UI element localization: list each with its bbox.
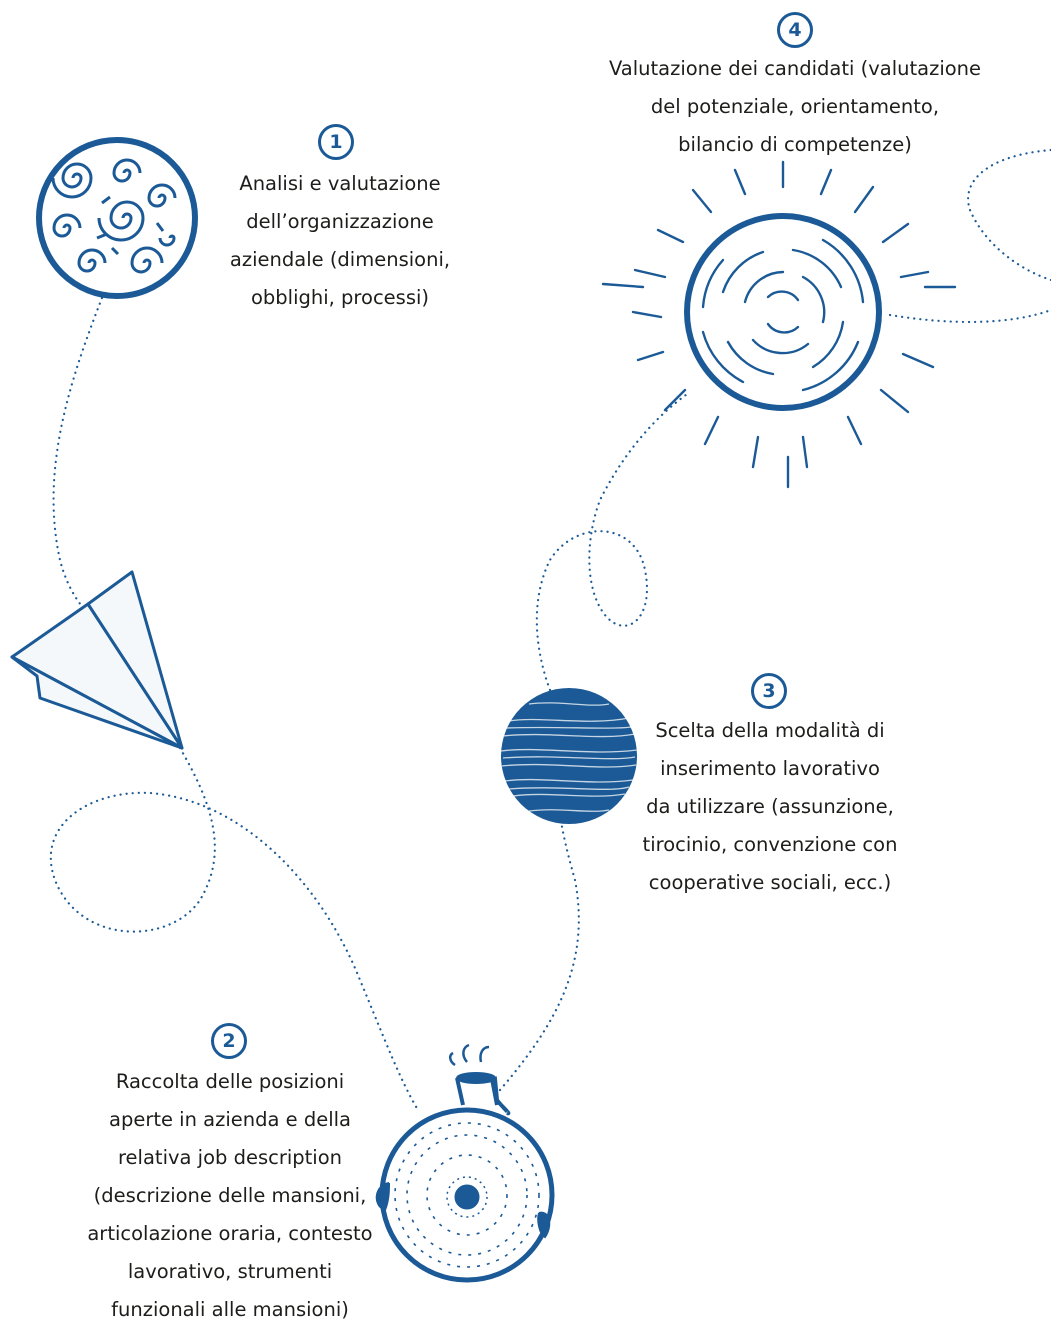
step-2-line: Raccolta delle posizioni: [115, 1070, 345, 1093]
dotted-path: [49, 148, 1051, 1112]
step-3-description: Scelta della modalità di inserimento lav…: [615, 712, 925, 902]
step-3-line: da utilizzare (assunzione,: [646, 795, 894, 818]
bulb-planet-icon: [375, 1043, 555, 1283]
step-4-description: Valutazione dei candidati (valutazione d…: [580, 50, 1010, 164]
swirl-planet-icon: [36, 137, 198, 299]
step-2-line: aperte in azienda e della: [109, 1108, 351, 1131]
step-4-line: bilancio di competenze): [678, 133, 912, 156]
step-1-line: dell’organizzazione: [246, 210, 434, 233]
step-3-line: Scelta della modalità di: [655, 719, 885, 742]
step-3-line: cooperative sociali, ecc.): [648, 871, 892, 894]
step-2-number-badge: 2: [211, 1023, 247, 1059]
step-1-number-badge: 1: [318, 124, 354, 160]
step-1-line: obblighi, processi): [250, 286, 430, 309]
step-3-line: inserimento lavorativo: [660, 757, 880, 780]
step-2-line: funzionali alle mansioni): [111, 1298, 349, 1321]
paper-plane-icon: [10, 570, 184, 750]
step-4-line: Valutazione dei candidati (valutazione: [608, 57, 982, 80]
step-1-description: Analisi e valutazione dell’organizzazion…: [210, 165, 470, 317]
step-2-line: (descrizione delle mansioni,: [93, 1184, 367, 1207]
step-3-line: tirocinio, convenzione con: [642, 833, 898, 856]
step-4-number-badge: 4: [777, 12, 813, 48]
striped-planet-icon: [500, 688, 638, 824]
step-2-line: articolazione oraria, contesto: [87, 1222, 373, 1245]
step-4-line: del potenziale, orientamento,: [650, 95, 940, 118]
step-2-line: relativa job description: [117, 1146, 343, 1169]
step-2-description: Raccolta delle posizioni aperte in azien…: [60, 1063, 400, 1329]
step-1-line: aziendale (dimensioni,: [229, 248, 451, 271]
step-2-line: lavorativo, strumenti: [127, 1260, 333, 1283]
step-3-number-badge: 3: [751, 673, 787, 709]
step-1-line: Analisi e valutazione: [239, 172, 441, 195]
sun-icon: [601, 160, 957, 489]
